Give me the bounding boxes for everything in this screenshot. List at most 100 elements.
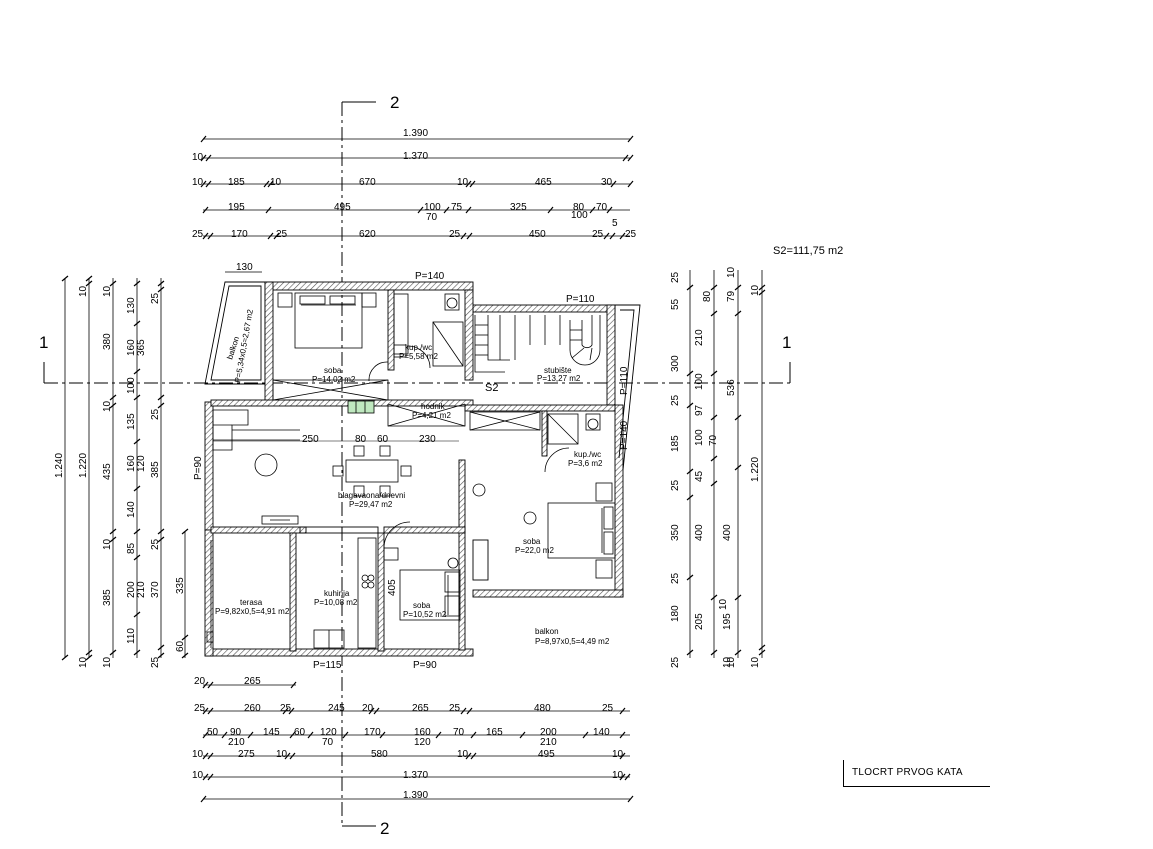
left-dimension-texts: 1.240 10 1.220 10 10 380 10 435 10 385 1… [54,285,186,668]
dim-label: 670 [359,177,376,188]
dim-label: 350 [670,524,681,541]
dim-label: 245 [328,703,345,714]
dim-label: 20 [194,676,206,687]
dim-label: 450 [529,229,546,240]
dim-label: 10 [78,285,89,297]
dim-label: 10 [270,177,282,188]
dim-label: 165 [486,727,503,738]
dim-label: 120 [320,727,337,738]
dim-label: 400 [722,524,733,541]
bottom-dimension-texts: 20 265 25 260 25 245 20 265 25 480 25 50… [192,660,624,801]
dim-label: 275 [238,749,255,760]
dim-label: 200 [540,727,557,738]
dim-label: 60 [377,434,389,445]
dim-label: 180 [670,605,681,622]
dim-label: 25 [670,656,681,668]
dim-label: 195 [722,613,733,630]
shower-icon-2 [547,413,579,445]
dim-label: 145 [263,727,280,738]
dim-label: 260 [244,703,261,714]
dim-label: 20 [362,703,374,714]
double-bed-icon-3 [399,569,461,621]
dim-label: 25 [276,229,288,240]
dim-label: 1.390 [403,128,428,139]
dim-label: 465 [535,177,552,188]
room-area: P=10,52 m2 [403,610,447,619]
dim-label: 140 [126,501,137,518]
section-mark-2-bottom: 2 [380,819,389,838]
staircase-icon [474,315,601,373]
dim-label: 1.220 [78,453,89,478]
dim-label: 160 [126,455,137,472]
dining-table-icon [345,459,399,483]
dim-label: 10 [192,770,204,781]
room-area: P=22,0 m2 [515,546,554,555]
double-bed-icon-2 [547,502,616,559]
dim-label: 25 [592,229,604,240]
room-name: balkon [535,627,559,636]
dim-label: 25 [150,408,161,420]
dim-label: 370 [150,581,161,598]
dim-label: 580 [371,749,388,760]
dim-label: 10 [750,656,761,668]
fireplace-icon [261,515,299,525]
dim-label: 495 [334,202,351,213]
dim-label: 25 [449,703,461,714]
dim-label: 130 [236,262,253,273]
dim-label: 210 [136,581,147,598]
dim-label: 97 [694,404,705,416]
dim-label: 80 [355,434,367,445]
dim-label: 1.240 [54,453,65,478]
dim-label: 405 [387,579,398,596]
dim-label: 25 [670,271,681,283]
section-mark-1-left: 1 [39,333,48,352]
dim-label: 230 [419,434,436,445]
toilet-icon-2 [585,413,601,431]
dim-label: 25 [602,703,614,714]
total-floor-area: S2=111,75 m2 [773,245,844,257]
dim-label: 185 [670,435,681,452]
dim-label: 25 [670,572,681,584]
dim-label: 85 [126,542,137,554]
dim-label: 10 [718,598,729,610]
section-line-1 [43,362,791,384]
section-mark-1-right: 1 [782,333,791,352]
bottom-dimension-lines [200,681,634,803]
dim-label: 60 [294,727,306,738]
dim-label: 10 [78,656,89,668]
drawing-title: TLOCRT PRVOG KATA [852,767,963,778]
dim-label: 10 [722,656,733,668]
dim-label: 1.390 [403,790,428,801]
dim-label: 100 [571,210,588,221]
wall-mark: P=90 [413,660,437,671]
wall-mark: P=90 [193,456,204,480]
dim-label: 385 [150,461,161,478]
dim-label: 170 [231,229,248,240]
dim-label: 10 [192,177,204,188]
dim-label: 200 [126,581,137,598]
dim-label: 10 [102,656,113,668]
right-balcony-outline [615,304,641,471]
dim-label: 335 [175,577,186,594]
shower-icon [432,321,464,367]
room-name: hodnik [421,402,446,411]
dim-label: 10 [726,656,737,668]
dim-label: 70 [708,434,719,446]
double-bed-icon [294,292,363,349]
dim-label: 1.370 [403,770,428,781]
dim-label: 100 [694,429,705,446]
room-area: P=4,21 m2 [412,411,451,420]
dim-label: 170 [364,727,381,738]
room-name: soba [324,366,342,375]
room-area: P=13,27 m2 [537,374,581,383]
dim-label: 210 [228,737,245,748]
dim-label: 495 [538,749,555,760]
dim-label: 25 [670,479,681,491]
dim-label: 25 [449,229,461,240]
dim-label: 10 [276,749,288,760]
dim-label: 120 [414,737,431,748]
dim-label: 135 [126,413,137,430]
dim-label: 25 [192,229,204,240]
dim-label: 265 [244,676,261,687]
